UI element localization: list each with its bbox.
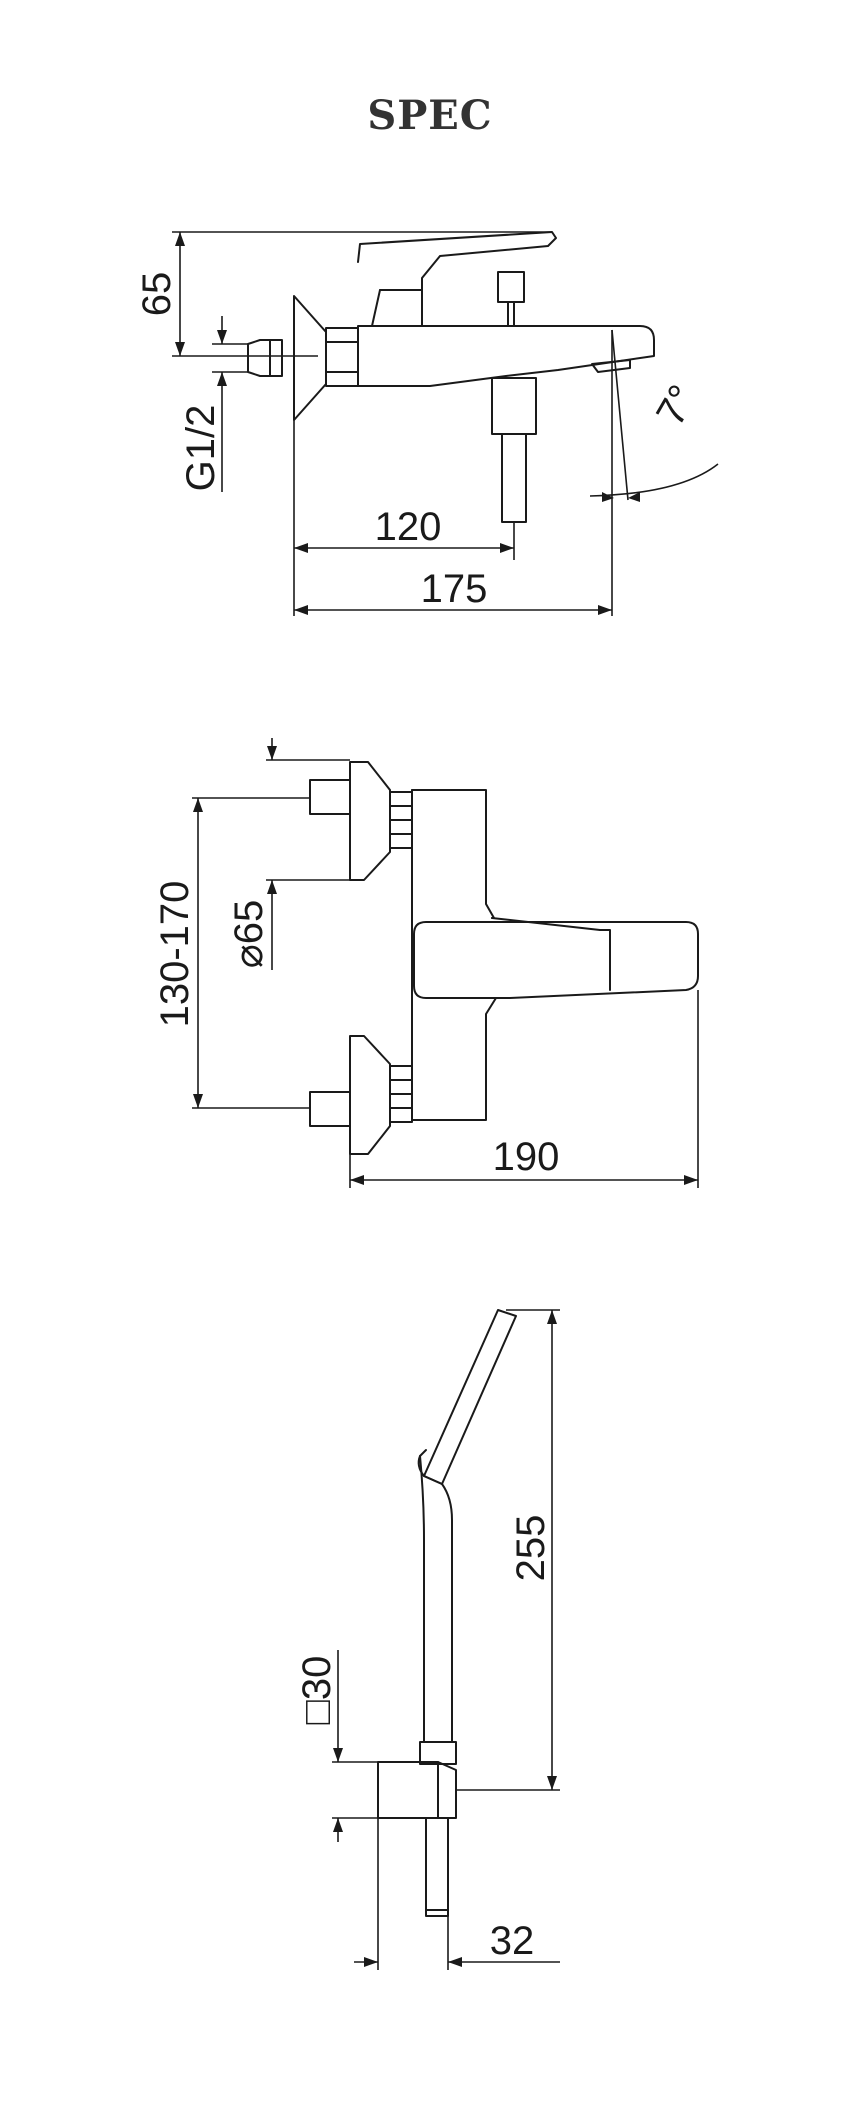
dimension-angle: 7° — [648, 378, 705, 433]
dimension-inner-width: 120 — [375, 505, 442, 549]
page-title: SPEC — [367, 92, 493, 139]
handshower-view: 255 □30 32 — [295, 1309, 560, 1970]
dimension-escutcheon: ⌀65 — [227, 900, 271, 969]
side-view: 65 G1/2 7° 120 175 — [135, 231, 719, 616]
dimension-square: □30 — [295, 1656, 339, 1725]
dimension-length: 255 — [509, 1515, 553, 1582]
side-view-faucet — [247, 231, 655, 523]
dimension-center-distance: 130-170 — [153, 881, 197, 1028]
dimension-overall-width: 175 — [421, 567, 488, 611]
front-view-faucet — [309, 761, 699, 1155]
front-view: ⌀65 130-170 190 — [153, 738, 699, 1188]
dimension-height: 65 — [135, 272, 179, 317]
dimension-depth: 32 — [490, 1919, 535, 1963]
dimension-thread: G1/2 — [179, 405, 223, 492]
handshower-drawing — [377, 1309, 517, 1917]
dimension-width: 190 — [493, 1135, 560, 1179]
